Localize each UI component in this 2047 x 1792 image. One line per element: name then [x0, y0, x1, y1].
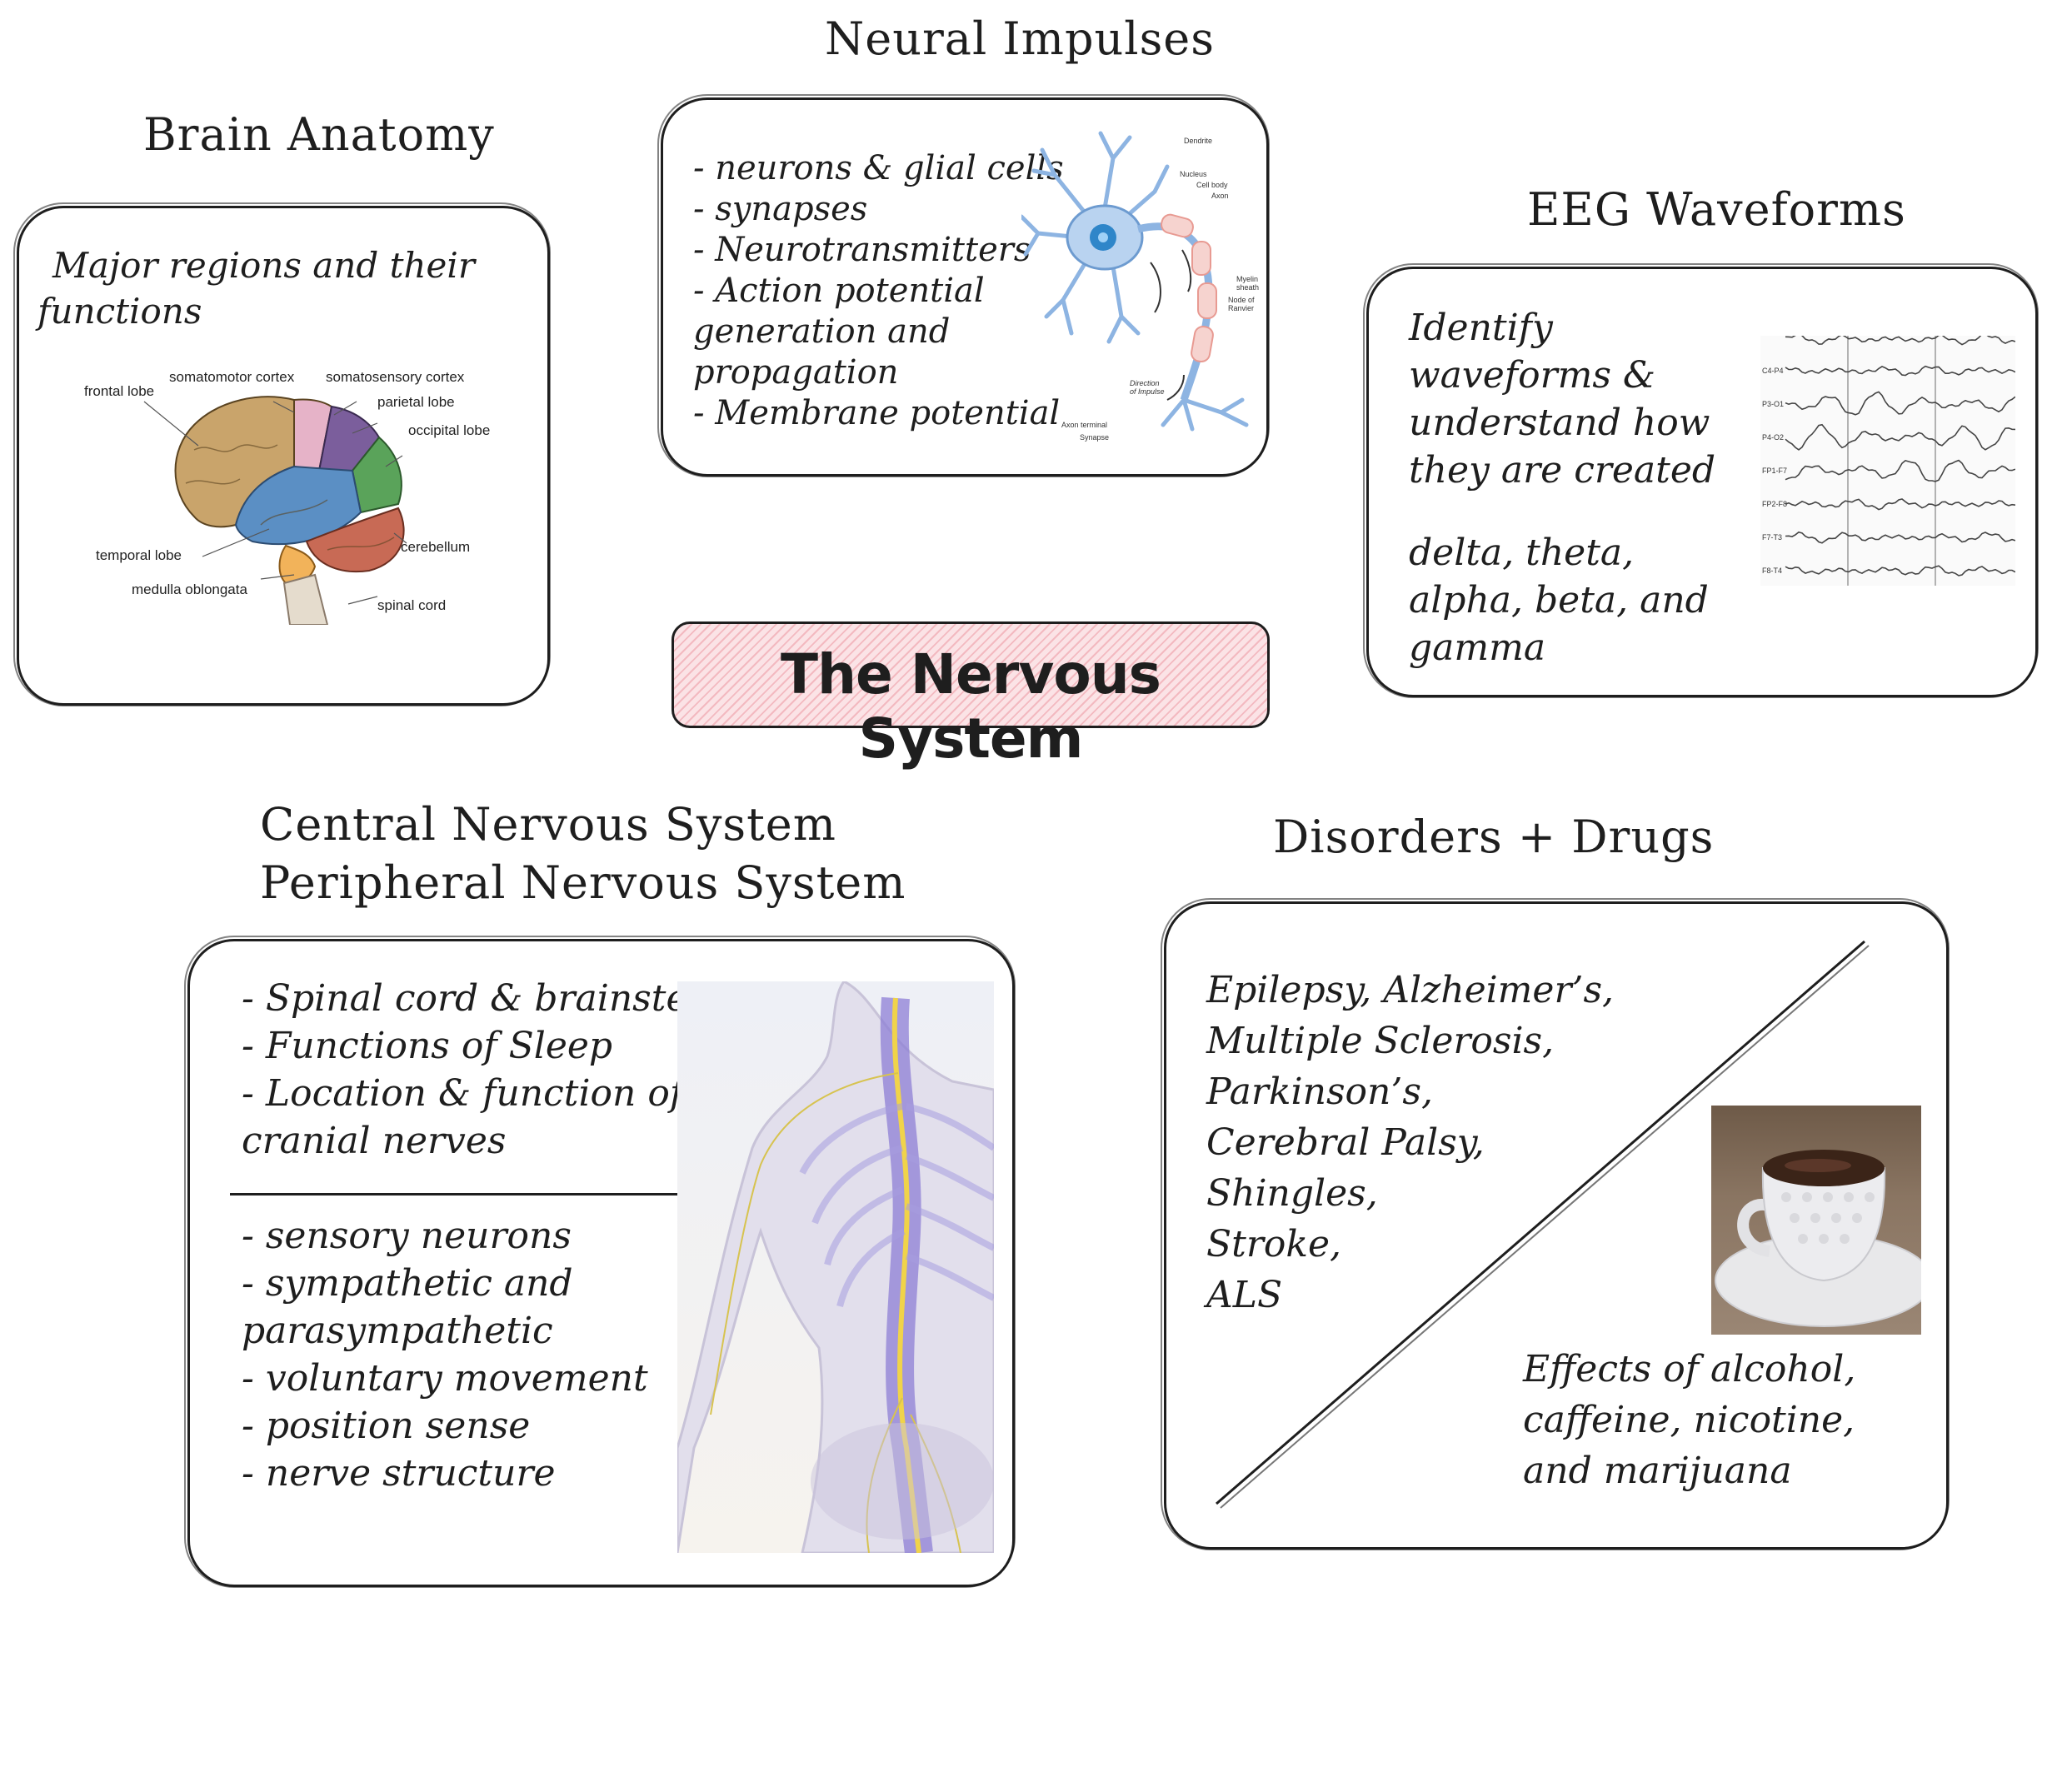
label-cerebellum: cerebellum [401, 539, 471, 555]
eeg-waveforms-card: Identify waveforms & understand how they… [1363, 263, 2039, 698]
eeg-trace [1785, 336, 2015, 346]
eeg-channel-label: F7-T3 [1762, 533, 1783, 542]
eeg-waveforms-title: EEG Waveforms [1527, 183, 1906, 236]
eeg-channel-label: FP1-F7 [1762, 467, 1788, 475]
eeg-trace [1785, 565, 2015, 577]
pelvis-shape [811, 1423, 994, 1540]
center-title-box: The Nervous System [672, 621, 1270, 771]
eeg-channel-label: F8-T4 [1762, 567, 1783, 575]
label-frontal-lobe: frontal lobe [84, 383, 155, 399]
nervous-system-body-image [677, 981, 994, 1553]
neuron-illustration [1021, 131, 1249, 432]
eeg-channel-label: C4-P4 [1762, 367, 1784, 375]
label-axon: Axon [1211, 192, 1229, 200]
label-somatosensory-cortex: somatosensory cortex [326, 369, 465, 385]
spinal-cord-shape [282, 573, 329, 625]
eeg-trace [1785, 498, 2015, 511]
label-dendrite: Dendrite [1184, 137, 1213, 145]
eeg-channel-label: FP2-F8 [1762, 500, 1788, 508]
label-spinal-cord: spinal cord [377, 597, 447, 613]
drug-effects-text: Effects of alcohol, caffeine, nicotine, … [1523, 1348, 1856, 1492]
cns-pns-divider [230, 1193, 711, 1195]
brain-subtitle: Major regions and their functions [37, 245, 475, 332]
eeg-description: Identify waveforms & understand how they… [1409, 307, 1716, 492]
neural-impulses-card: - neurons & glial cells - synapses - Neu… [657, 94, 1270, 477]
brain-anatomy-card: Major regions and their functions [13, 202, 551, 706]
label-direction-of-impulse: Direction of Impulse [1130, 379, 1165, 396]
label-parietal-lobe: parietal lobe [377, 394, 455, 410]
coffee-cup-image [1711, 1106, 1921, 1335]
label-axon-terminal: Axon terminal [1061, 421, 1108, 429]
label-node-of-ranvier: Node of Ranvier [1228, 296, 1255, 312]
cns-pns-card: - Spinal cord & brainstem - Functions of… [184, 936, 1016, 1588]
occipital-lobe-shape [351, 436, 402, 514]
label-somatomotor-cortex: somatomotor cortex [169, 369, 295, 385]
label-occipital-lobe: occipital lobe [408, 422, 491, 438]
cns-title: Central Nervous System Peripheral Nervou… [260, 798, 906, 909]
frontal-lobe-shape [174, 396, 295, 528]
eeg-trace [1785, 365, 2015, 377]
cup-shape [1761, 1167, 1886, 1282]
eeg-traces [1785, 336, 2015, 586]
brain-leader-lines [143, 401, 407, 605]
eeg-trace [1785, 531, 2015, 544]
pns-list: - sensory neurons - sympathetic and para… [242, 1215, 648, 1495]
neural-impulses-list: - neurons & glial cells - synapses - Neu… [693, 149, 1064, 432]
neural-impulses-title: Neural Impulses [825, 12, 1215, 65]
cerebellum-shape [305, 507, 405, 572]
cup-handle-shape [1737, 1198, 1771, 1257]
eeg-trace [1785, 423, 2015, 451]
label-nucleus: Nucleus [1180, 170, 1207, 178]
label-cell-body: Cell body [1196, 181, 1228, 189]
eeg-trace-panel: C4-P4 P3-O1 P4-O2 FP1-F7 FP2-F8 F7-T3 F8… [1760, 336, 2015, 586]
center-title: The Nervous System [781, 642, 1161, 771]
eeg-channel-label: P4-O2 [1762, 433, 1785, 442]
disorders-list: Epilepsy, Alzheimer’s, Multiple Sclerosi… [1206, 969, 1615, 1316]
disorders-drugs-card: Epilepsy, Alzheimer’s, Multiple Sclerosi… [1161, 898, 1950, 1550]
label-temporal-lobe: temporal lobe [96, 547, 182, 563]
disorders-drugs-title: Disorders + Drugs [1273, 811, 1715, 863]
eeg-wave-types: delta, theta, alpha, beta, and gamma [1409, 532, 1709, 669]
eeg-trace [1785, 391, 2015, 416]
eeg-trace [1785, 459, 2015, 482]
brain-anatomy-title: Brain Anatomy [143, 108, 495, 161]
diagonal-divider [1216, 940, 1870, 1509]
label-medulla-oblongata: medulla oblongata [132, 582, 247, 597]
label-synapse: Synapse [1080, 433, 1110, 442]
cns-list: - Spinal cord & brainstem - Functions of… [242, 977, 723, 1162]
spinal-nerve-shape [891, 997, 921, 1553]
eeg-channel-label: P3-O1 [1762, 400, 1785, 408]
label-myelin-sheath: Myelin sheath [1236, 275, 1260, 292]
brain-illustration [174, 396, 405, 625]
